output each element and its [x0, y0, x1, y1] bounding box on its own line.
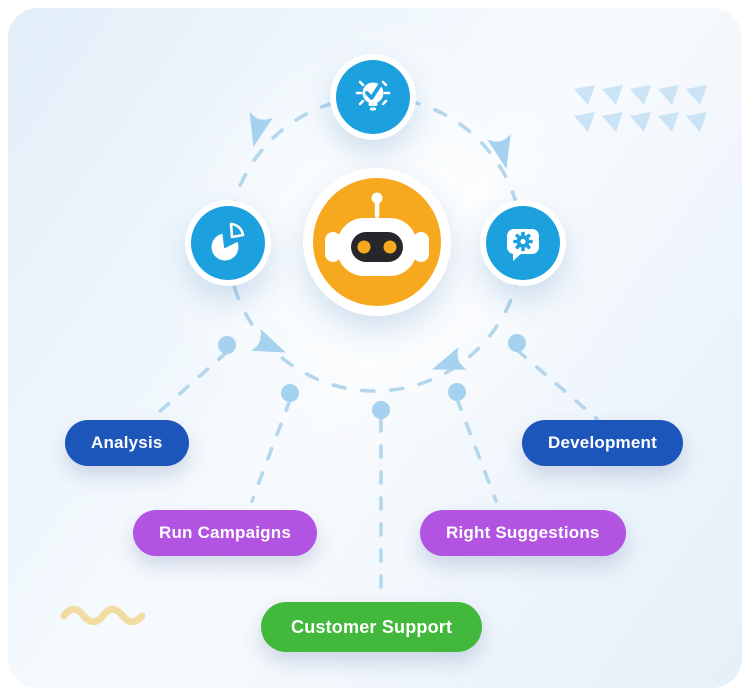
label-development: Development [522, 420, 683, 466]
robot-icon [313, 178, 441, 306]
label-customer-support: Customer Support [261, 602, 483, 652]
label-run-campaigns: Run Campaigns [133, 510, 318, 556]
chat-settings-node [480, 200, 566, 286]
robot-node [303, 168, 451, 316]
analytics-node [185, 200, 271, 286]
lightbulb-check-icon [336, 60, 410, 134]
pie-chart-icon [191, 206, 265, 280]
chat-gear-icon [486, 206, 560, 280]
label-analysis: Analysis [65, 420, 189, 466]
idea-node [330, 54, 416, 140]
label-right-suggestions: Right Suggestions [420, 510, 626, 556]
